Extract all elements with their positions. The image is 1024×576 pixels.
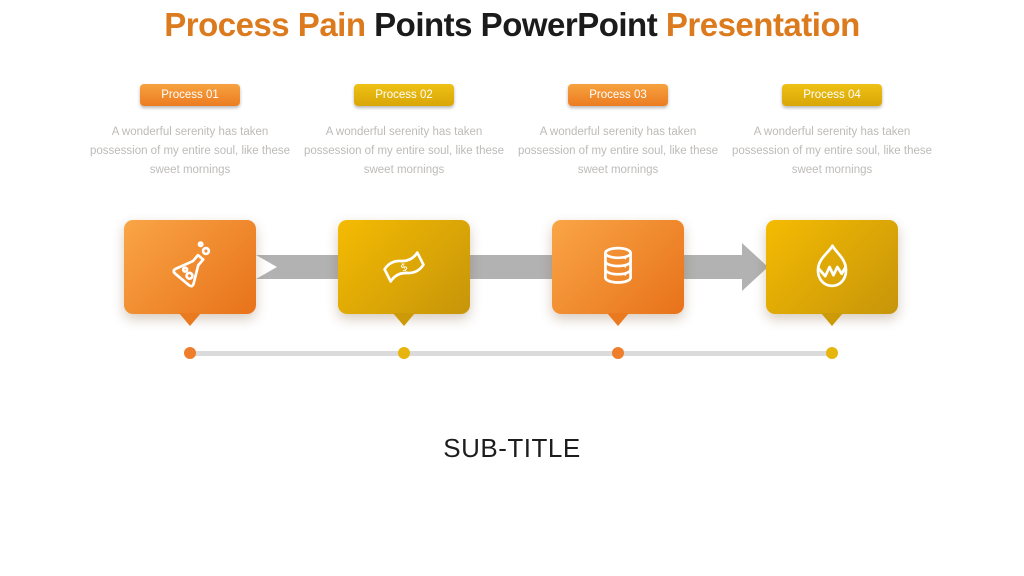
process-04-column: Process 04 A wonderful serenity has take…	[726, 84, 938, 180]
subtitle: SUB-TITLE	[443, 433, 581, 463]
timeline-dot-1	[184, 347, 196, 359]
process-04-card[interactable]	[766, 220, 898, 326]
banknote-icon: $	[383, 251, 425, 283]
process-02-column: Process 02 A wonderful serenity has take…	[298, 84, 510, 180]
process-02-description: A wonderful serenity has taken possessio…	[303, 126, 505, 176]
process-04-badge[interactable]: Process 04	[782, 84, 882, 106]
process-03-description: A wonderful serenity has taken possessio…	[517, 126, 719, 176]
process-03-badge[interactable]: Process 03	[568, 84, 668, 106]
timeline-dot-2	[398, 347, 410, 359]
timeline-line	[188, 351, 836, 356]
process-01-card[interactable]	[124, 220, 256, 326]
flask-icon	[172, 241, 211, 288]
slide-title: Process Pain Points PowerPoint Presentat…	[0, 6, 1024, 44]
flame-icon	[816, 244, 848, 288]
process-03-card[interactable]	[552, 220, 684, 326]
process-04-description: A wonderful serenity has taken possessio…	[731, 126, 933, 176]
database-icon	[604, 246, 632, 284]
svg-text:$: $	[398, 260, 410, 275]
title-part-3: Presentation	[665, 6, 860, 43]
process-01-badge[interactable]: Process 01	[140, 84, 240, 106]
title-part-1: Process Pain	[164, 6, 366, 43]
process-01-description: A wonderful serenity has taken possessio…	[89, 126, 291, 176]
process-02-card[interactable]: $	[338, 220, 470, 326]
process-03-column: Process 03 A wonderful serenity has take…	[512, 84, 724, 180]
process-02-badge[interactable]: Process 02	[354, 84, 454, 106]
timeline-dot-4	[826, 347, 838, 359]
title-part-2: Points PowerPoint	[374, 6, 658, 43]
process-flow-arrow	[256, 243, 768, 291]
timeline-dot-3	[612, 347, 624, 359]
process-01-column: Process 01 A wonderful serenity has take…	[84, 84, 296, 180]
